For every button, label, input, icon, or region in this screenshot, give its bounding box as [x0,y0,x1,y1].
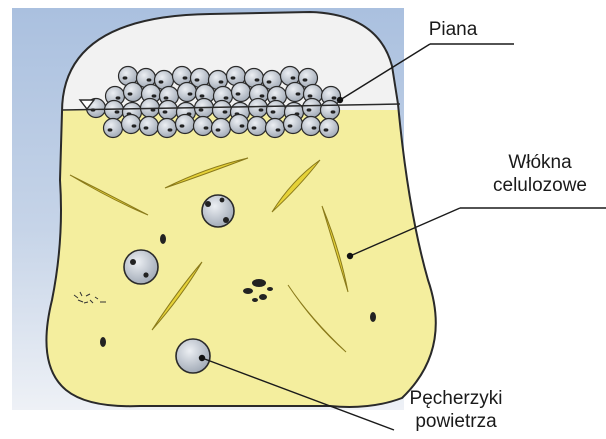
foam-bubble-spot [108,128,113,131]
foam-bubble-spot [199,108,204,111]
foam-bubble-spot [236,92,241,95]
foam-bubble-spot [195,78,200,81]
foam-bubble-spot [296,92,301,95]
label-foam-text: Piana [429,19,478,40]
foam-bubble-spot [204,126,209,129]
foam-bubble [286,83,305,102]
suspension-liquid [40,108,440,418]
foam-bubble-spot [163,110,168,113]
foam-bubble-spot [260,94,265,97]
label-fibers-line1: Włókna [480,151,600,174]
foam-bubble [178,83,197,102]
foam-bubble [266,119,285,138]
foam-bubble-spot [216,128,221,131]
foam-bubble-spot [303,78,308,81]
foam-bubble-spot [291,76,296,79]
foam-bubble-spot [188,92,193,95]
foam-bubble [140,117,159,136]
air-bubble [124,250,158,284]
foam-bubble-spot [288,124,293,127]
foam-bubble-spot [276,128,281,131]
foam-bubble-spot [308,94,313,97]
foam-bubble [159,101,178,120]
foam-bubble [232,83,251,102]
foam-bubble-spot [115,110,120,113]
foam-bubble-spot [332,96,337,99]
foam-bubble [212,119,231,138]
foam-bubble-spot [219,80,224,83]
label-air-line2: powietrza [392,410,520,433]
foam-bubble-spot [128,92,133,95]
label-cellulose-fibers: Włókna celulozowe [480,151,600,197]
foam-bubble-spot [152,94,157,97]
foam-bubble [194,117,213,136]
foam-bubble-spot [240,124,245,127]
foam-bubble-spot [168,128,173,131]
foam-bubble-spot [132,124,137,127]
foam-bubble-spot [164,96,169,99]
foam-bubble-spot [307,108,312,111]
foam-bubble [158,119,177,138]
foam-bubble [302,117,321,136]
foam-bubble [284,115,303,134]
foam-bubble-spot [255,78,260,81]
foam-bubble-spot [144,126,149,129]
foam-bubble-spot [331,110,336,113]
foam-bubble [104,119,123,138]
label-air-bubbles: Pęcherzyki powietrza [392,387,520,433]
foam-bubble-spot [312,126,317,129]
foam-bubble-spot [200,94,205,97]
foam-bubble-spot [159,80,164,83]
foam-bubble-spot [116,96,121,99]
foam-bubble-spot [224,96,229,99]
foam-bubble-spot [324,128,329,131]
foam-bubble [124,83,143,102]
foam-bubble [230,115,249,134]
foam-bubble-spot [223,110,228,113]
label-fibers-line2: celulozowe [480,174,600,197]
label-air-line1: Pęcherzyki [392,387,520,410]
foam-bubble-spot [183,76,188,79]
foam-bubble-spot [272,96,277,99]
foam-bubble [176,115,195,134]
foam-bubble [105,101,124,120]
air-bubble [202,195,234,227]
foam-bubble [249,99,268,118]
foam-bubble [267,101,286,120]
foam-bubble-spot [267,80,272,83]
foam-bubble-spot [271,110,276,113]
foam-bubble-spot [147,78,152,81]
air-bubble [176,339,210,373]
foam-bubble [321,101,340,120]
foam-bubble [303,99,322,118]
foam-bubble-spot [180,124,185,127]
foam-bubble [248,117,267,136]
label-foam: Piana [408,18,498,41]
foam-bubble [122,115,141,134]
foam-bubble-spot [259,108,264,111]
foam-bubble-spot [252,126,257,129]
vessel [40,0,440,418]
foam-bubble-spot [123,76,128,79]
foam-bubble [320,119,339,138]
foam-bubble [213,101,232,120]
foam-bubble-spot [231,76,236,79]
